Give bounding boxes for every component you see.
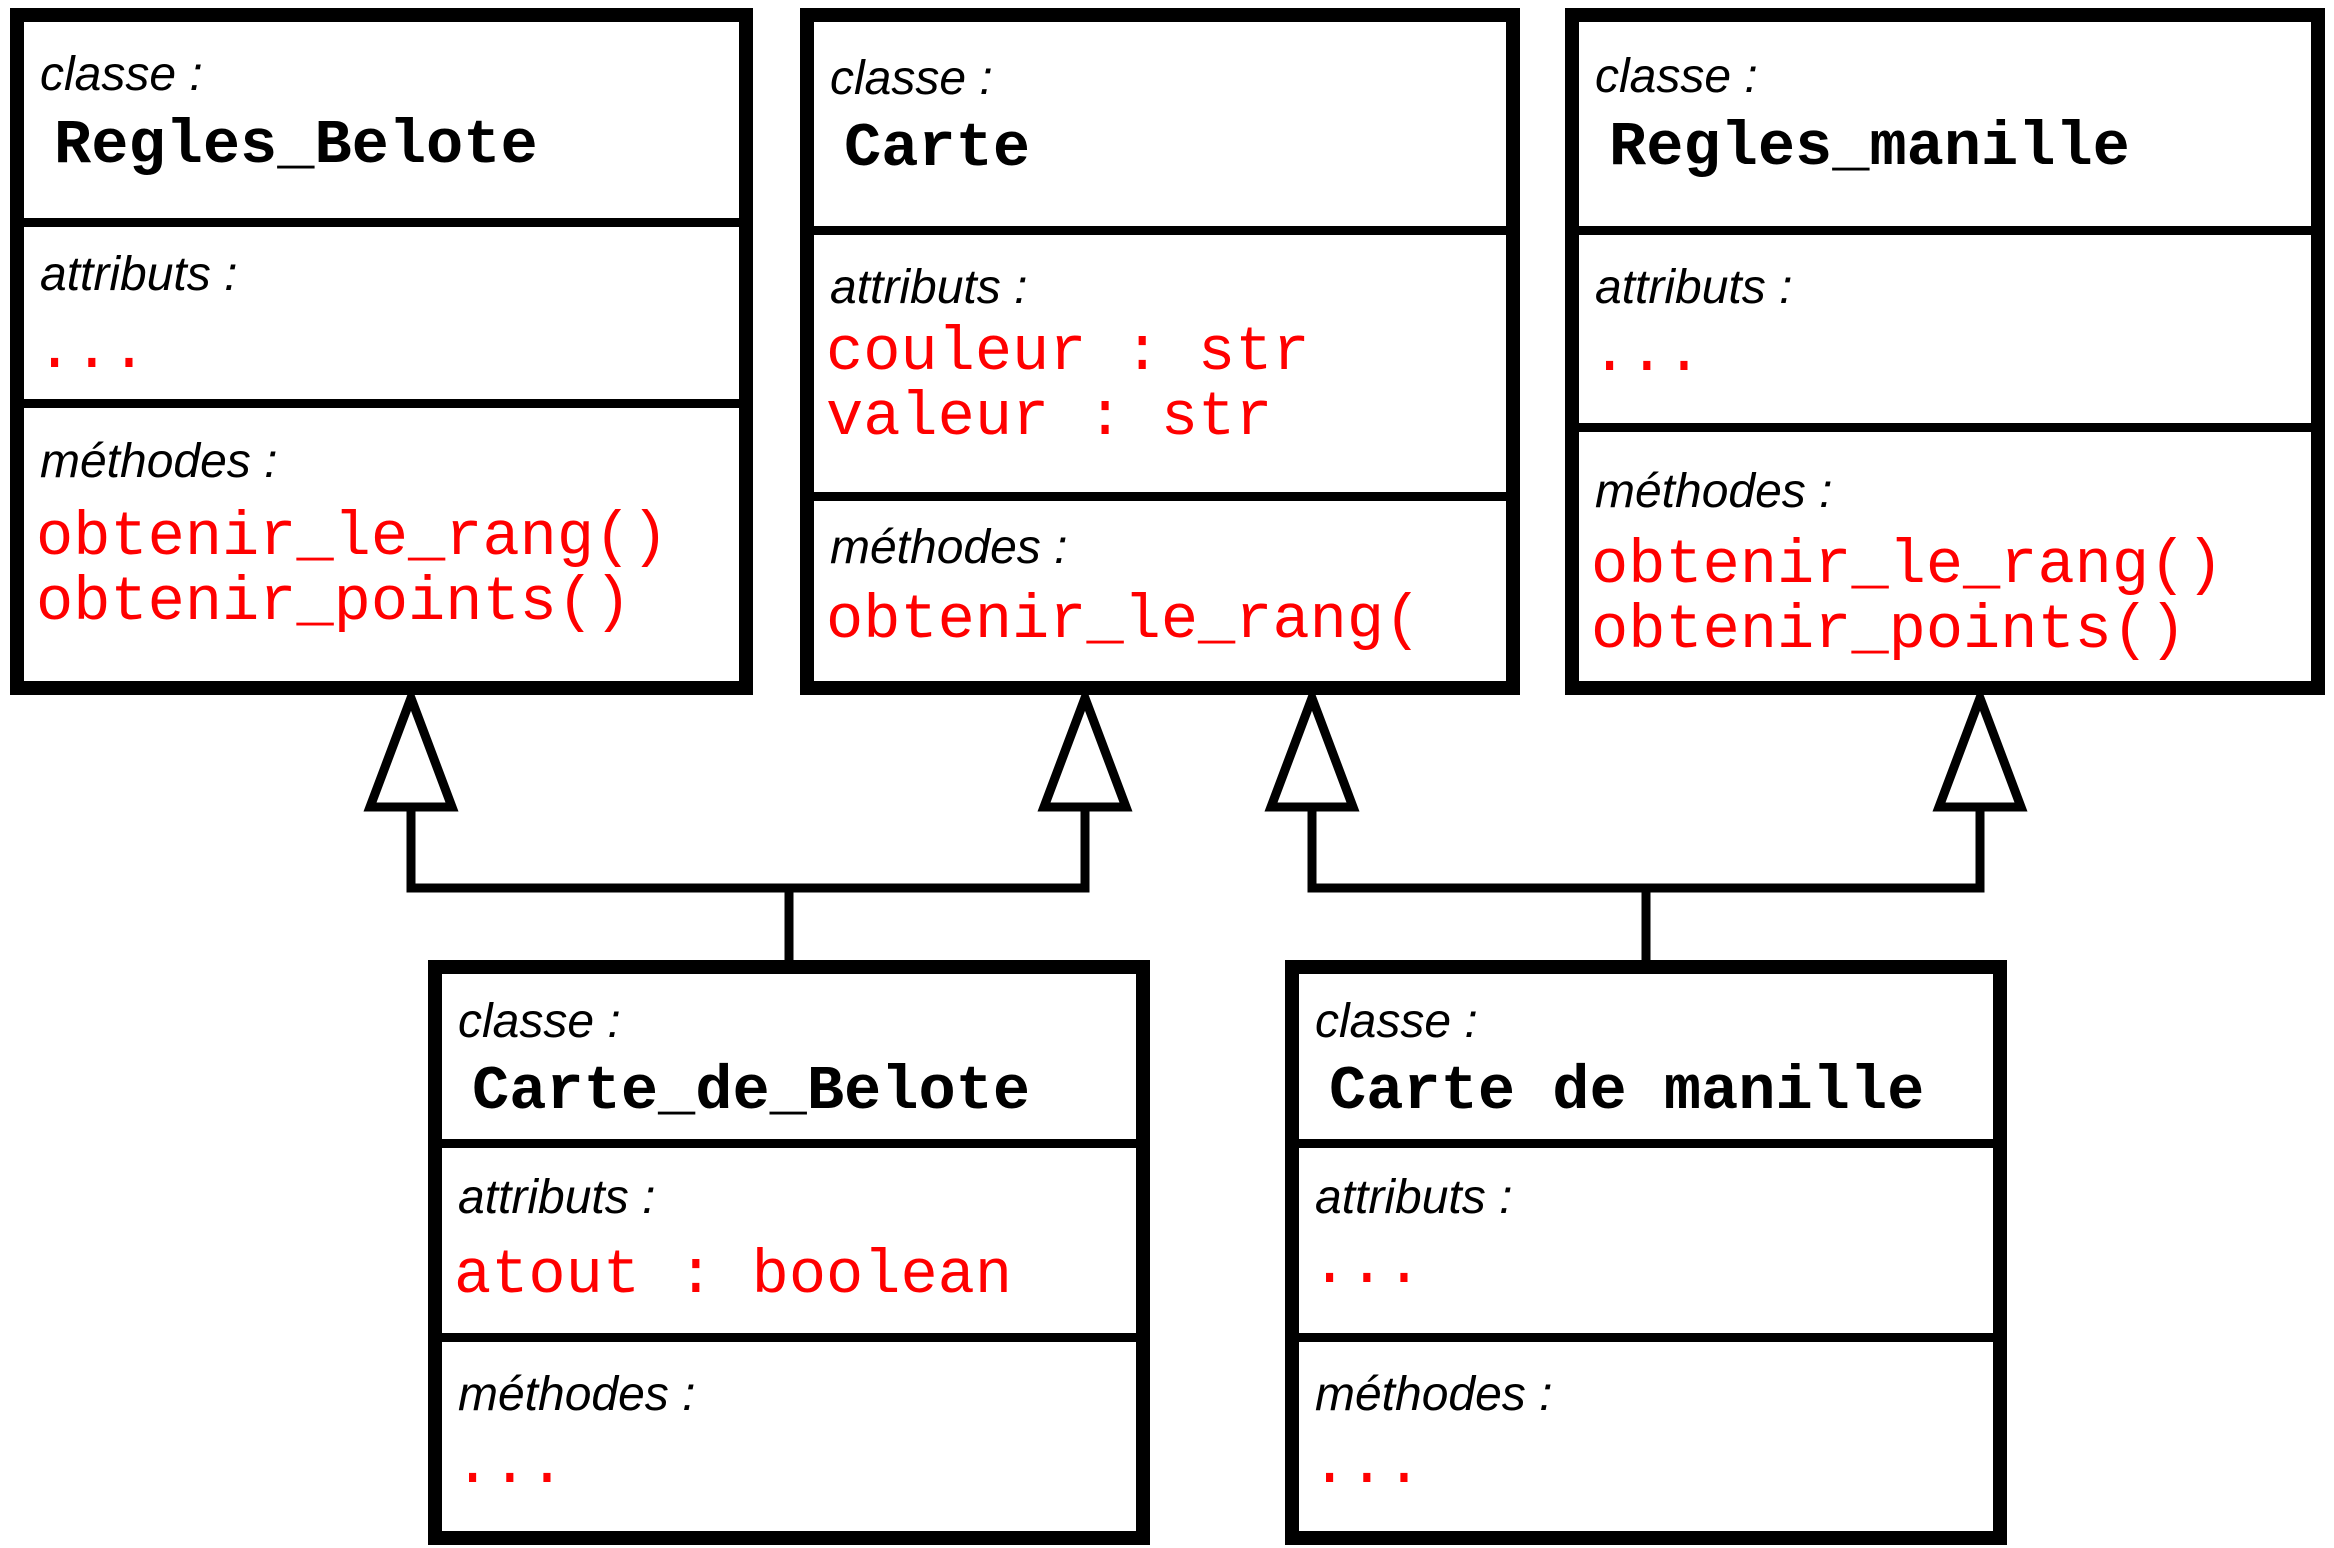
class-box-regles-belote: classe : Regles_Belote attributs : ... m… [10, 8, 753, 695]
class-name: Regles_manille [1609, 112, 2130, 183]
section-divider [1289, 1139, 2003, 1148]
inheritance-triangle-regles-belote [363, 685, 459, 812]
methodes-label: méthodes : [1595, 465, 1833, 518]
attribute-line: ... [36, 315, 148, 386]
methodes-label: méthodes : [830, 521, 1068, 574]
section-divider [804, 492, 1516, 501]
method-line: ... [454, 1430, 566, 1501]
section-divider [1289, 1333, 2003, 1342]
section-divider [14, 218, 749, 227]
method-line: obtenir_points() [1591, 595, 2187, 666]
methodes-label: méthodes : [40, 435, 278, 488]
method-line: obtenir_le_rang() [36, 502, 669, 573]
class-name: Carte de manille [1329, 1056, 1925, 1127]
classe-label: classe : [1315, 995, 1478, 1048]
attributs-label: attributs : [458, 1171, 656, 1224]
attributs-label: attributs : [830, 261, 1028, 314]
methodes-label: méthodes : [458, 1368, 696, 1421]
method-line: ... [1311, 1430, 1423, 1501]
method-line: obtenir_le_rang() [1591, 530, 2224, 601]
inheritance-triangle-carte-right [1264, 685, 1360, 812]
attribute-line: atout : boolean [454, 1240, 1013, 1311]
classe-label: classe : [1595, 50, 1758, 103]
classe-label: classe : [458, 995, 621, 1048]
attribute-line: ... [1311, 1230, 1423, 1301]
class-name: Carte [844, 113, 1031, 184]
section-divider [432, 1139, 1146, 1148]
section-divider [1569, 226, 2321, 235]
section-divider [14, 399, 749, 408]
connector-carte-de-belote [406, 807, 1090, 893]
attribute-line: couleur : str [826, 317, 1310, 388]
attribute-line: ... [1591, 318, 1703, 389]
class-box-regles-manille: classe : Regles_manille attributs : ... … [1565, 8, 2325, 695]
classe-label: classe : [40, 48, 203, 101]
method-line: obtenir_le_rang( [826, 585, 1422, 656]
class-box-carte-de-manille: classe : Carte de manille attributs : ..… [1285, 960, 2007, 1545]
connector-carte-de-manille [1307, 807, 1985, 893]
method-line: obtenir_points() [36, 567, 632, 638]
class-box-carte: classe : Carte attributs : couleur : str… [800, 8, 1520, 695]
section-divider [1569, 423, 2321, 432]
class-box-carte-de-belote: classe : Carte_de_Belote attributs : ato… [428, 960, 1150, 1545]
section-divider [804, 226, 1516, 235]
class-name: Carte_de_Belote [472, 1056, 1031, 1127]
classe-label: classe : [830, 52, 993, 105]
inheritance-triangle-carte-left [1037, 685, 1133, 812]
attribute-line: valeur : str [826, 382, 1273, 453]
inheritance-triangle-regles-manille [1932, 685, 2028, 812]
section-divider [432, 1333, 1146, 1342]
methodes-label: méthodes : [1315, 1368, 1553, 1421]
attributs-label: attributs : [40, 248, 238, 301]
class-name: Regles_Belote [54, 110, 538, 181]
attributs-label: attributs : [1315, 1171, 1513, 1224]
attributs-label: attributs : [1595, 261, 1793, 314]
